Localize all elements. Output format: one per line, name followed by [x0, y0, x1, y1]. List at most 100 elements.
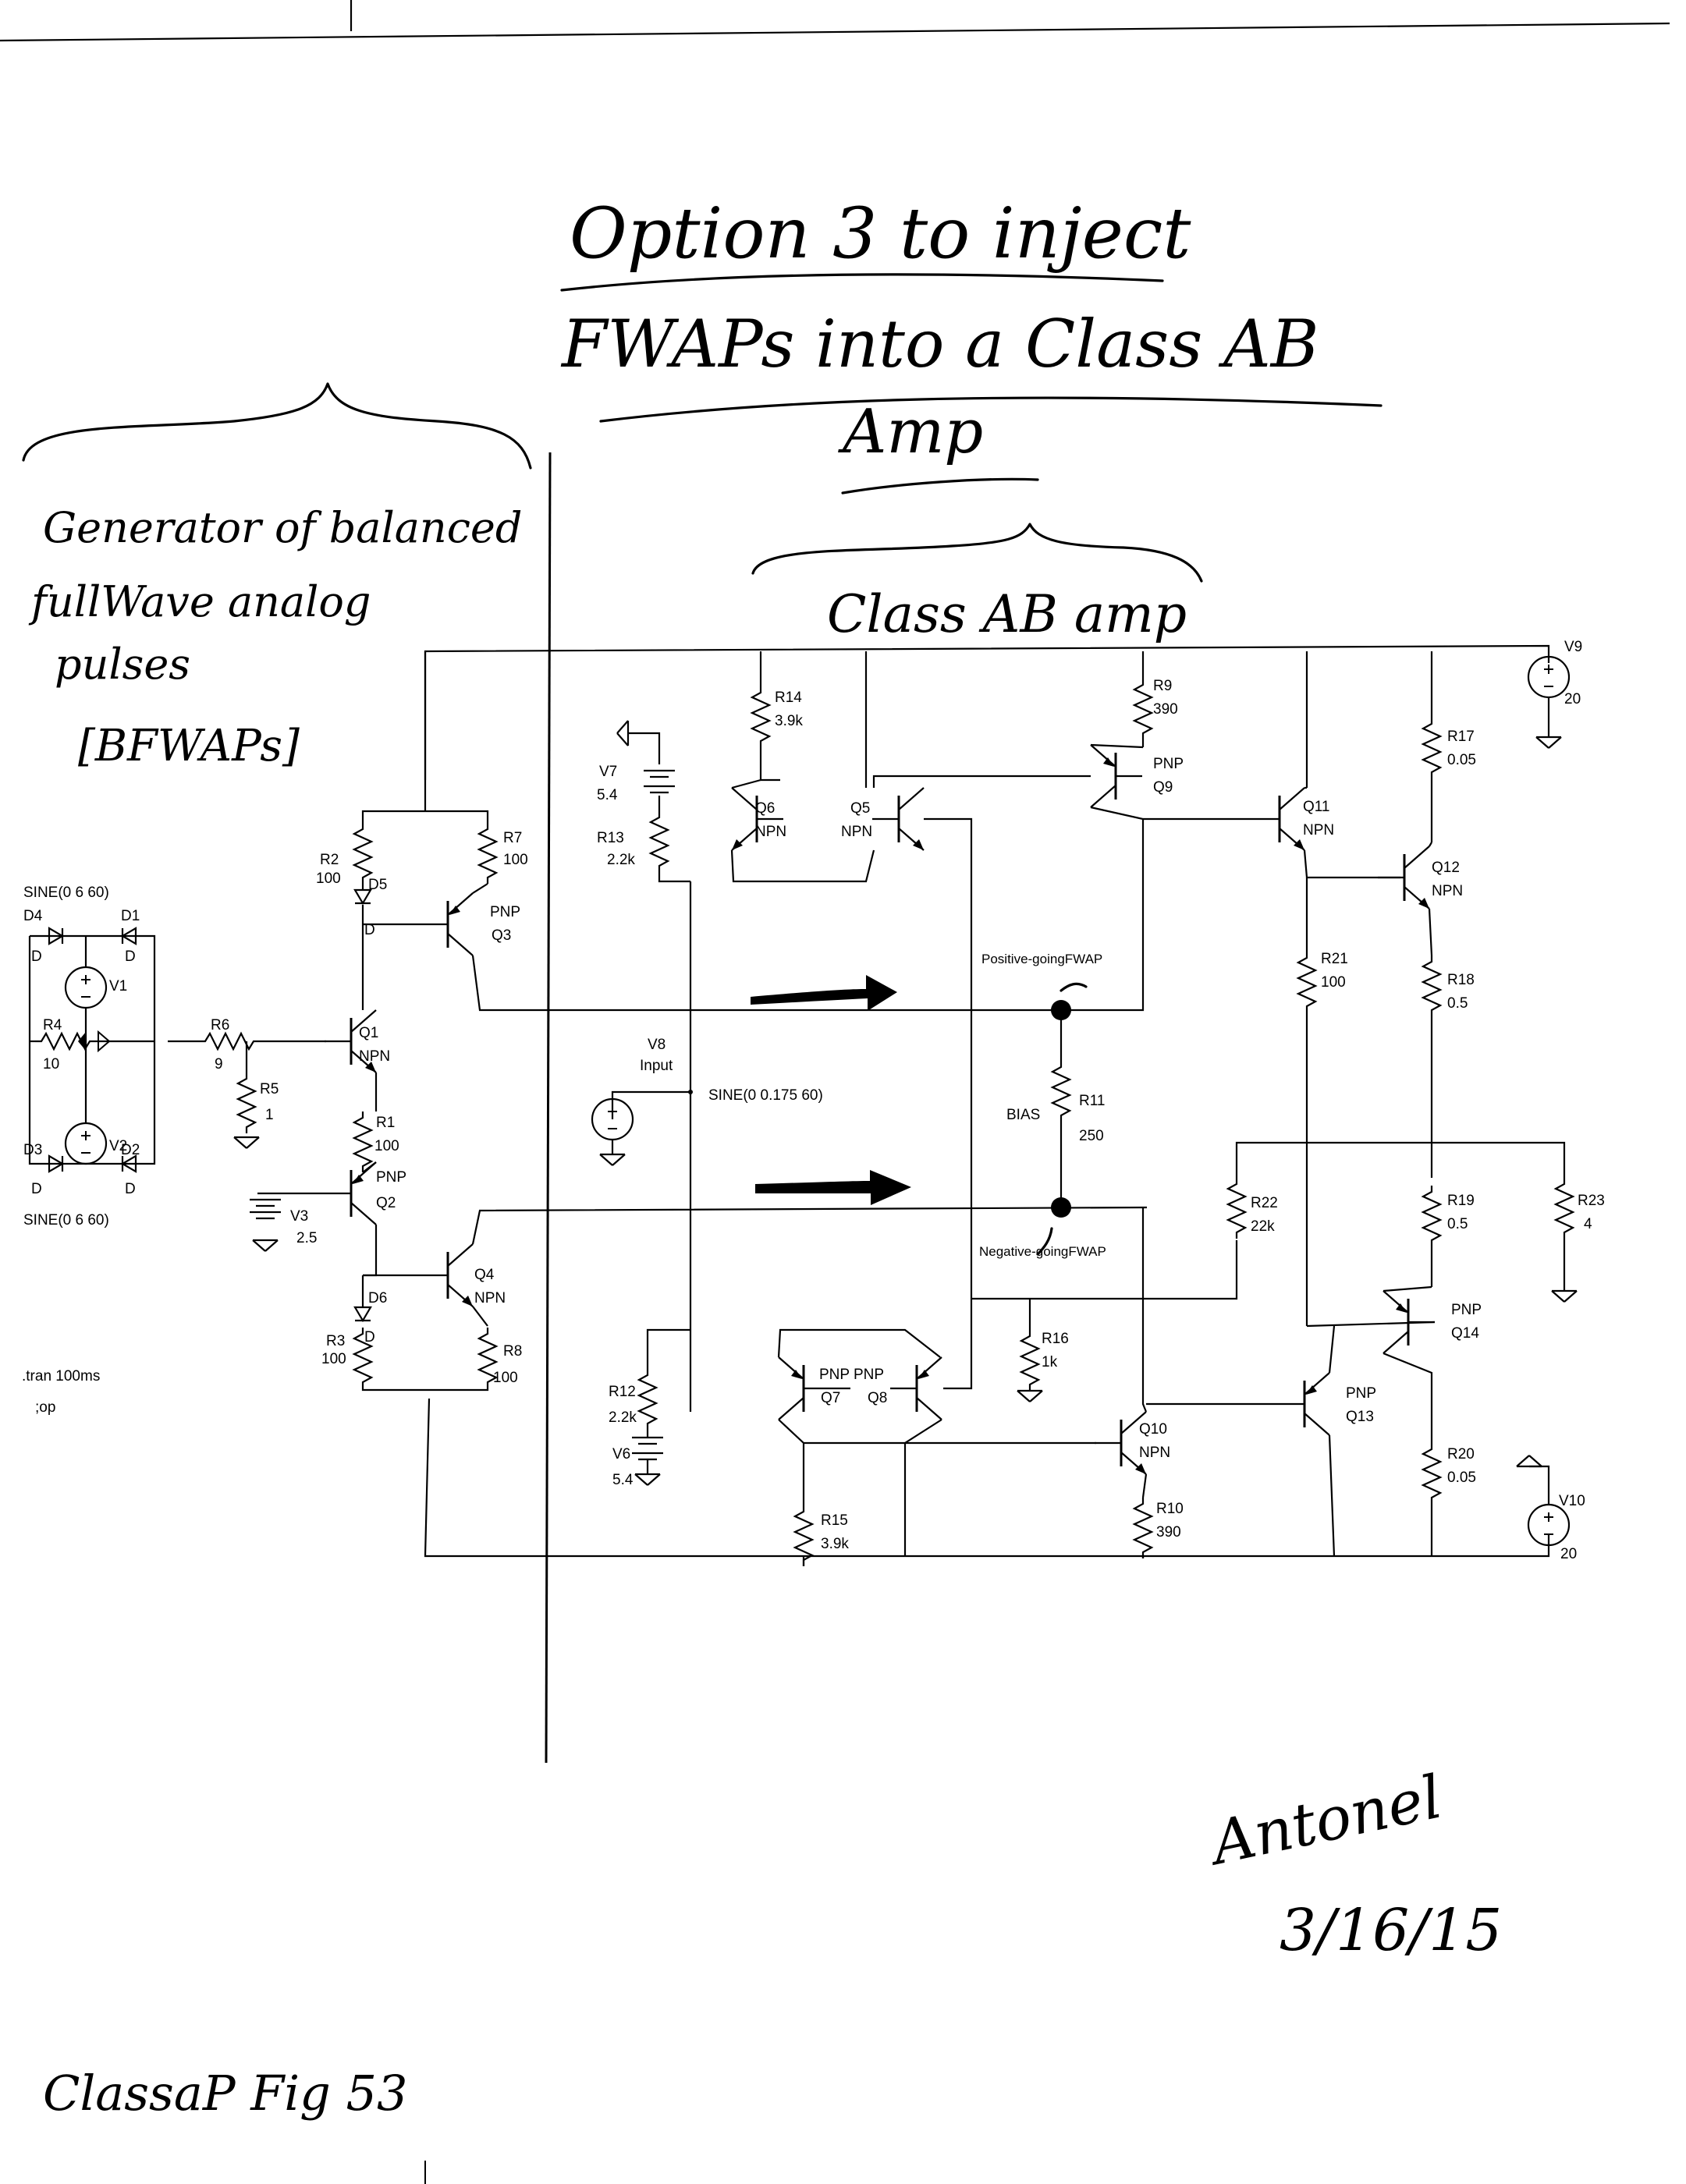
- resistor-r6: [197, 1032, 261, 1051]
- q13-collector-wire: [1328, 1434, 1336, 1557]
- v8-wire: [611, 1090, 690, 1119]
- transistor-q5: [871, 786, 925, 852]
- label-v8-input: Input: [640, 1058, 673, 1074]
- label-q2: Q2: [376, 1195, 396, 1211]
- page-top-rule: [0, 22, 1670, 42]
- q8-base-wire: [943, 1299, 973, 1390]
- ground-v10: [1515, 1454, 1543, 1468]
- resistor-r20: [1422, 1441, 1442, 1505]
- label-d4: D4: [23, 908, 43, 924]
- label-d2: D2: [121, 1142, 140, 1158]
- battery-v7: [644, 769, 675, 794]
- q9-emitter-wire: [1090, 743, 1144, 749]
- ground-v6: [634, 1473, 662, 1487]
- diode-d6: [353, 1306, 372, 1322]
- label-d4-type: D: [31, 948, 42, 965]
- label-q14-type: PNP: [1451, 1302, 1482, 1318]
- label-q11-type: NPN: [1303, 822, 1334, 838]
- label-r1: R1: [376, 1115, 395, 1131]
- transistor-q9: [1089, 743, 1144, 809]
- r1-q2-wire: [362, 1161, 377, 1173]
- resistor-r22: [1226, 1176, 1247, 1240]
- label-q3: Q3: [492, 927, 511, 944]
- source-v1: [64, 966, 108, 1009]
- q11-emitter-wire: [1303, 849, 1400, 879]
- negative-fwap-arrow: [755, 1170, 911, 1205]
- title-line-1: Option 3 to inject: [570, 193, 1191, 275]
- label-r21-value: 100: [1321, 974, 1346, 991]
- negative-rail-wire: [424, 1398, 1550, 1558]
- v7-top-wire: [628, 732, 661, 764]
- label-r18-value: 0.5: [1447, 995, 1468, 1012]
- label-r9: R9: [1153, 678, 1172, 694]
- label-r21: R21: [1321, 951, 1348, 967]
- label-q7-q8-type: PNP PNP: [819, 1367, 884, 1383]
- label-r19-value: 0.5: [1447, 1216, 1468, 1232]
- r12-top-wire: [646, 1328, 690, 1369]
- label-q4-type: NPN: [474, 1290, 506, 1306]
- label-q6: Q6: [755, 800, 775, 817]
- q5-q6-emitter-wire: [730, 849, 875, 883]
- label-r6-value: 9: [215, 1056, 223, 1072]
- label-r16: R16: [1042, 1331, 1069, 1347]
- label-v9-value: 20: [1564, 691, 1581, 707]
- q13-emitter-wire: [1328, 1325, 1336, 1374]
- q9-base-wire: [872, 775, 1091, 788]
- label-r23: R23: [1578, 1193, 1605, 1209]
- resistor-r17: [1422, 716, 1442, 780]
- title-underline-1: [560, 273, 1164, 292]
- label-v3-value: 2.5: [296, 1230, 317, 1246]
- label-r19: R19: [1447, 1193, 1475, 1209]
- label-positive-fwap: Positive-goingFWAP: [981, 952, 1102, 966]
- label-r17: R17: [1447, 729, 1475, 745]
- label-r12: R12: [609, 1384, 636, 1400]
- label-v1: V1: [109, 978, 127, 994]
- r2-r7-top-wire: [361, 810, 489, 823]
- title-line-2: FWAPs into a Class AB: [560, 306, 1319, 382]
- positive-fwap-mark: [1060, 982, 1088, 992]
- label-d5: D5: [368, 877, 387, 893]
- classab-label: Class AB amp: [827, 584, 1187, 644]
- ground-v9: [1535, 736, 1563, 750]
- label-r10: R10: [1156, 1501, 1184, 1517]
- resistor-r18: [1422, 954, 1442, 1018]
- q8-collector-wire: [903, 1419, 942, 1556]
- label-v10-value: 20: [1560, 1546, 1577, 1562]
- label-q1-type: NPN: [359, 1048, 390, 1065]
- generator-line-2: fullWave analog: [28, 577, 371, 626]
- label-r12-value: 2.2k: [609, 1409, 637, 1426]
- transistor-q12: [1376, 845, 1431, 910]
- label-r14-value: 3.9k: [775, 713, 803, 729]
- q7-collector-wire: [778, 1419, 805, 1505]
- q4-emitter-wire: [472, 1306, 488, 1327]
- label-q8: Q8: [868, 1390, 887, 1406]
- directive-op: ;op: [35, 1399, 55, 1416]
- label-r9-value: 390: [1153, 701, 1178, 718]
- q12-collector-wire: [1429, 842, 1432, 847]
- generator-line-1: Generator of balanced: [43, 503, 522, 552]
- transistor-q2: [323, 1161, 378, 1226]
- r13-bottom-wire: [658, 872, 690, 883]
- label-r5: R5: [260, 1081, 279, 1097]
- ground-r5: [232, 1136, 261, 1150]
- q5-base-wire: [924, 817, 973, 1299]
- resistor-r16: [1020, 1328, 1040, 1392]
- resistor-r10: [1133, 1496, 1153, 1560]
- transistor-q8: [889, 1356, 943, 1421]
- label-r4-value: 10: [43, 1056, 59, 1072]
- label-r17-value: 0.05: [1447, 752, 1476, 768]
- label-r10-value: 390: [1156, 1524, 1181, 1540]
- label-q9: Q9: [1153, 779, 1173, 796]
- ground-v8: [598, 1153, 626, 1167]
- transistor-q6: [730, 786, 785, 852]
- label-d6: D6: [368, 1290, 387, 1306]
- label-r6: R6: [211, 1017, 229, 1034]
- title-underline-3: [841, 477, 1039, 495]
- resistor-r1: [353, 1110, 373, 1174]
- figure-label: ClassaP Fig 53: [43, 2065, 407, 2122]
- section-divider-line: [545, 452, 552, 1764]
- q4-collector-negative-fwap-wire: [471, 1206, 1148, 1245]
- sine-bottom-label: SINE(0 6 60): [23, 1212, 109, 1228]
- resistor-r23: [1554, 1176, 1574, 1240]
- label-v3: V3: [290, 1208, 308, 1225]
